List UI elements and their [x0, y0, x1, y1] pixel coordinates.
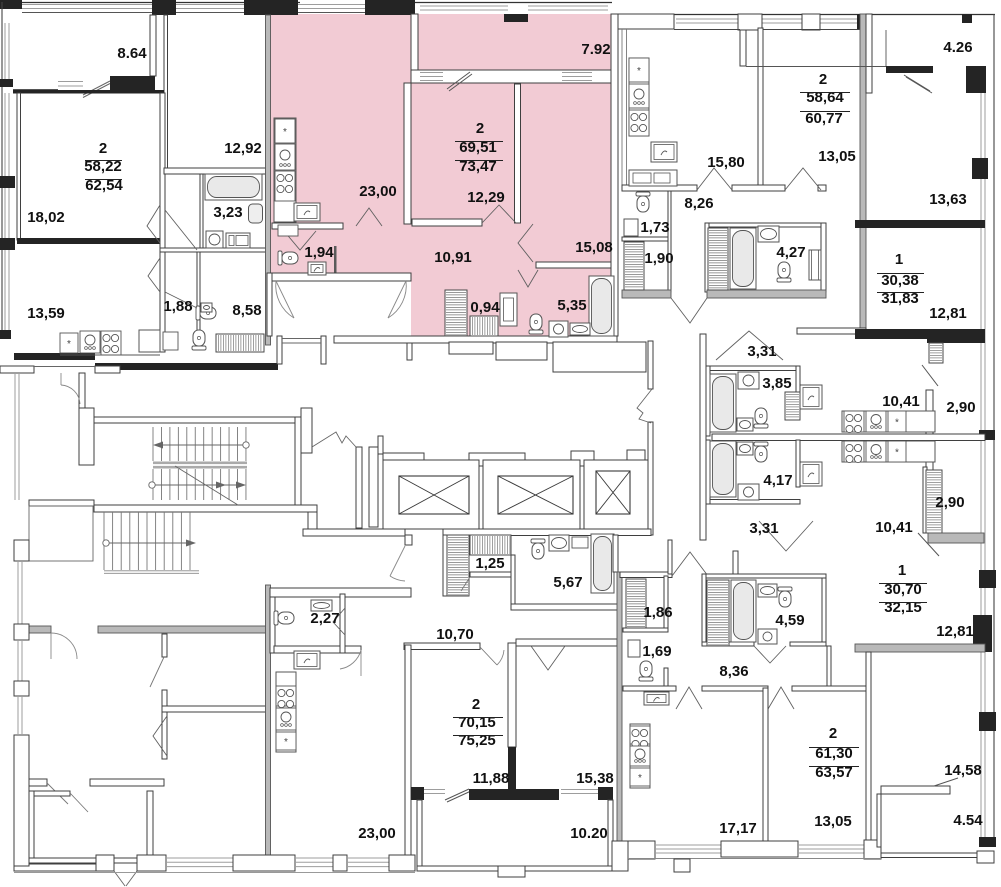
svg-text:13,05: 13,05 — [814, 813, 852, 830]
svg-text:70,15: 70,15 — [458, 714, 496, 731]
svg-text:2,27: 2,27 — [310, 610, 339, 627]
svg-text:14,58: 14,58 — [944, 762, 982, 779]
svg-text:10,41: 10,41 — [875, 519, 913, 536]
svg-text:8,58: 8,58 — [232, 302, 261, 319]
svg-text:30,70: 30,70 — [884, 581, 922, 598]
svg-text:10,70: 10,70 — [436, 626, 474, 643]
svg-text:5,35: 5,35 — [557, 297, 586, 314]
svg-text:69,51: 69,51 — [459, 139, 497, 156]
svg-text:7.92: 7.92 — [581, 41, 610, 58]
svg-text:4,17: 4,17 — [763, 472, 792, 489]
svg-text:1,88: 1,88 — [163, 298, 192, 315]
svg-text:58,22: 58,22 — [84, 158, 122, 175]
svg-text:15,80: 15,80 — [707, 154, 745, 171]
svg-text:11,88: 11,88 — [473, 770, 510, 787]
svg-text:73,47: 73,47 — [459, 158, 497, 175]
svg-text:12,81: 12,81 — [936, 623, 974, 640]
svg-text:*: * — [283, 127, 287, 138]
svg-text:63,57: 63,57 — [815, 764, 853, 781]
svg-text:61,30: 61,30 — [815, 745, 853, 762]
svg-text:10,41: 10,41 — [882, 393, 920, 410]
svg-text:3,31: 3,31 — [749, 520, 778, 537]
svg-text:13,63: 13,63 — [929, 191, 967, 208]
svg-text:12,29: 12,29 — [467, 189, 505, 206]
svg-text:32,15: 32,15 — [884, 599, 922, 616]
svg-text:2: 2 — [476, 120, 484, 137]
svg-text:8,26: 8,26 — [684, 195, 713, 212]
svg-text:15,08: 15,08 — [575, 239, 613, 256]
svg-text:60,77: 60,77 — [805, 110, 843, 127]
svg-text:1,73: 1,73 — [640, 219, 669, 236]
svg-text:4,59: 4,59 — [775, 612, 804, 629]
svg-text:17,17: 17,17 — [719, 820, 757, 837]
svg-text:*: * — [67, 339, 71, 350]
svg-text:75,25: 75,25 — [458, 732, 496, 749]
svg-text:58,64: 58,64 — [806, 89, 844, 106]
svg-text:13,59: 13,59 — [27, 305, 65, 322]
svg-text:2,90: 2,90 — [946, 399, 975, 416]
svg-text:62,54: 62,54 — [85, 177, 123, 194]
svg-text:23,00: 23,00 — [358, 825, 396, 842]
svg-text:3,23: 3,23 — [213, 204, 242, 221]
svg-text:2: 2 — [99, 140, 107, 157]
svg-text:2: 2 — [472, 696, 480, 713]
svg-text:23,00: 23,00 — [359, 183, 397, 200]
svg-text:1: 1 — [895, 251, 903, 268]
svg-text:18,02: 18,02 — [27, 209, 65, 226]
svg-text:8.64: 8.64 — [117, 45, 147, 62]
svg-text:0,94: 0,94 — [470, 299, 500, 316]
svg-text:31,83: 31,83 — [881, 290, 919, 307]
svg-text:3,85: 3,85 — [762, 375, 791, 392]
svg-text:1,86: 1,86 — [643, 604, 672, 621]
svg-text:8,36: 8,36 — [719, 663, 748, 680]
svg-text:12,81: 12,81 — [929, 305, 967, 322]
svg-text:4,27: 4,27 — [776, 244, 805, 261]
svg-text:4.54: 4.54 — [953, 812, 983, 829]
svg-text:3,31: 3,31 — [747, 343, 776, 360]
svg-text:1: 1 — [898, 562, 906, 579]
svg-text:1,90: 1,90 — [644, 250, 673, 267]
svg-text:13,05: 13,05 — [818, 148, 856, 165]
svg-text:15,38: 15,38 — [576, 770, 614, 787]
svg-text:10.20: 10.20 — [570, 825, 608, 842]
svg-text:2: 2 — [819, 71, 827, 88]
svg-text:*: * — [284, 737, 288, 748]
svg-text:30,38: 30,38 — [881, 272, 919, 289]
svg-text:5,67: 5,67 — [553, 574, 582, 591]
svg-text:1,94: 1,94 — [304, 244, 334, 261]
svg-text:2,90: 2,90 — [935, 494, 964, 511]
svg-text:*: * — [638, 773, 642, 784]
svg-text:*: * — [895, 418, 899, 429]
svg-text:10,91: 10,91 — [434, 249, 472, 266]
svg-text:1,69: 1,69 — [642, 643, 671, 660]
svg-text:4.26: 4.26 — [943, 39, 972, 56]
svg-text:1,25: 1,25 — [475, 555, 504, 572]
svg-text:*: * — [895, 448, 899, 459]
svg-text:*: * — [637, 66, 641, 77]
svg-text:12,92: 12,92 — [224, 140, 262, 157]
svg-text:2: 2 — [829, 725, 837, 742]
